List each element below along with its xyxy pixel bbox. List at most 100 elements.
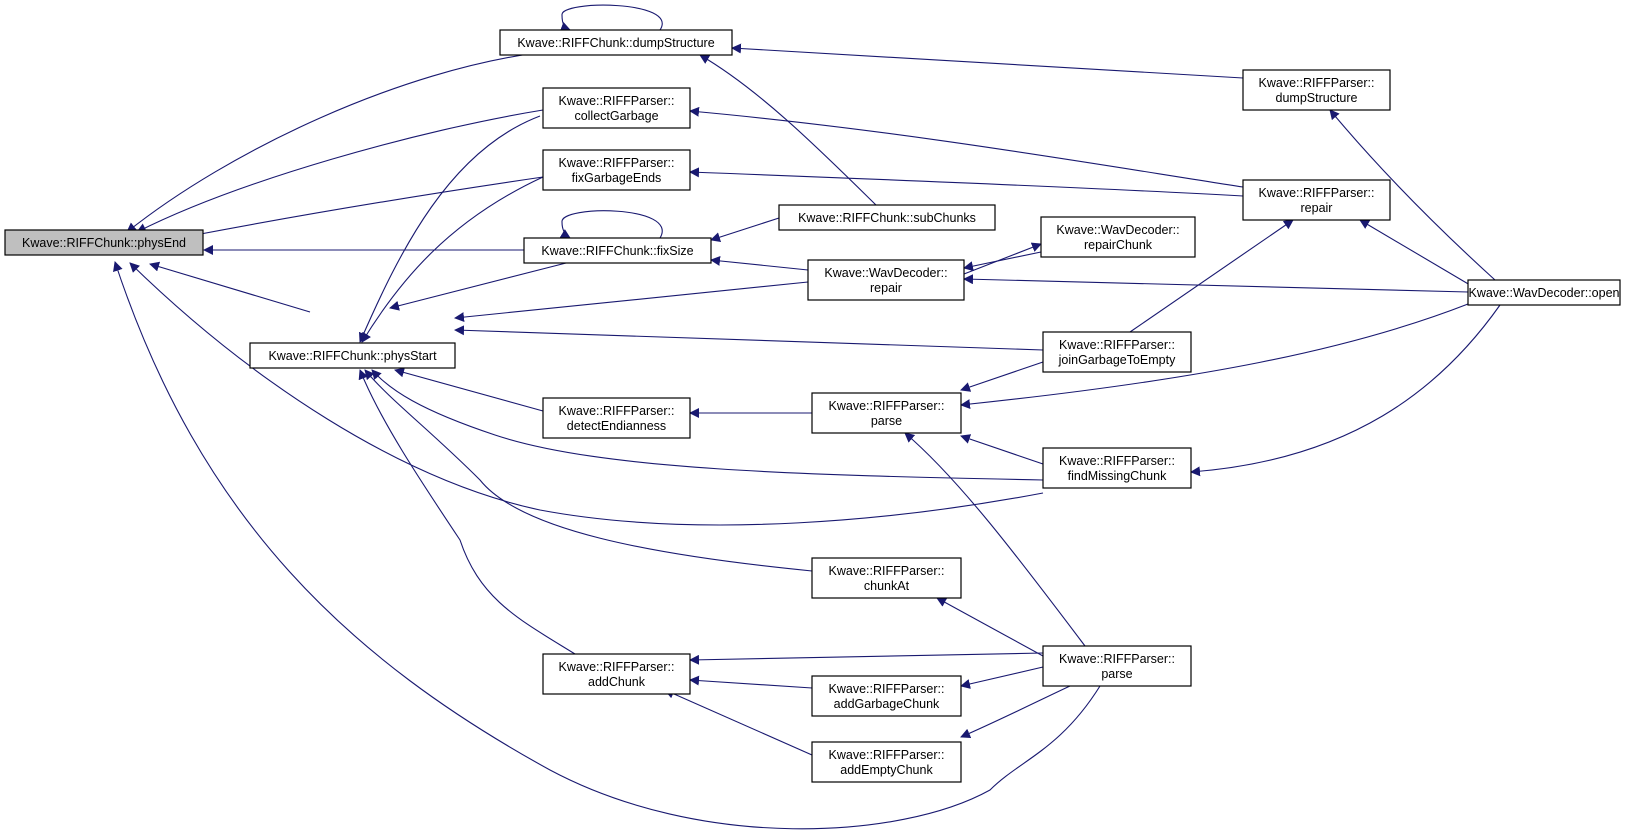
edge-parserDump-dumpStructure xyxy=(731,43,1244,79)
node-label: findMissingChunk xyxy=(1068,469,1167,483)
node-label: repair xyxy=(1301,201,1333,215)
node-label: detectEndianness xyxy=(567,419,666,433)
node-label: Kwave::RIFFChunk::physStart xyxy=(268,349,437,363)
node-repairChunk[interactable]: Kwave::WavDecoder::repairChunk xyxy=(1040,216,1196,258)
node-joinGarbage[interactable]: Kwave::RIFFParser::joinGarbageToEmpty xyxy=(1042,331,1192,373)
node-subChunks[interactable]: Kwave::RIFFChunk::subChunks xyxy=(778,204,996,231)
node-parse2[interactable]: Kwave::RIFFParser::parse xyxy=(1042,645,1192,687)
node-box xyxy=(542,653,691,695)
node-box xyxy=(249,342,456,369)
node-detectEndianness[interactable]: Kwave::RIFFParser::detectEndianness xyxy=(542,397,691,439)
edge-repairChunk-wavRepair xyxy=(963,251,1042,272)
node-wavRepair[interactable]: Kwave::WavDecoder::repair xyxy=(807,259,965,301)
node-label: fixGarbageEnds xyxy=(572,171,662,185)
node-addEmptyChunk[interactable]: Kwave::RIFFParser::addEmptyChunk xyxy=(811,741,962,783)
node-label: Kwave::RIFFChunk::dumpStructure xyxy=(517,36,714,50)
edge-addGarbageChunk-addChunk xyxy=(689,675,813,689)
node-label: Kwave::RIFFParser:: xyxy=(829,682,945,696)
edge-parse2-chunkAt xyxy=(936,597,1044,657)
node-label: Kwave::RIFFParser:: xyxy=(1059,652,1175,666)
edge-collectGarbage-physStart xyxy=(359,115,541,343)
node-box xyxy=(1040,216,1196,258)
edge-parse2-addGarbageChunk xyxy=(960,666,1044,689)
node-box xyxy=(811,557,962,599)
edge-parse2-parse1 xyxy=(904,432,1086,647)
node-label: collectGarbage xyxy=(574,109,658,123)
node-box xyxy=(807,259,965,301)
node-label: Kwave::RIFFParser:: xyxy=(1059,338,1175,352)
node-box xyxy=(523,237,712,264)
node-label: Kwave::RIFFParser:: xyxy=(559,404,675,418)
edge-dumpStructure-physEnd xyxy=(126,51,544,233)
edge-parse2-physEnd xyxy=(113,261,1101,830)
node-label: Kwave::RIFFParser:: xyxy=(559,94,675,108)
node-open[interactable]: Kwave::WavDecoder::open xyxy=(1467,279,1621,306)
node-label: Kwave::RIFFParser:: xyxy=(829,399,945,413)
node-label: Kwave::RIFFParser:: xyxy=(559,156,675,170)
node-label: Kwave::RIFFChunk::physEnd xyxy=(22,236,186,250)
node-label: Kwave::RIFFParser:: xyxy=(829,564,945,578)
node-box xyxy=(4,229,204,256)
edge-fixSize-physStart xyxy=(389,261,571,311)
node-addGarbageChunk[interactable]: Kwave::RIFFParser::addGarbageChunk xyxy=(811,675,962,717)
edge-wavRepair-fixSize xyxy=(710,255,809,271)
node-fixSize[interactable]: Kwave::RIFFChunk::fixSize xyxy=(523,237,712,264)
edge-parserRepair-fixGarbageEnds xyxy=(689,167,1244,197)
node-label: Kwave::RIFFParser:: xyxy=(1259,76,1375,90)
node-box xyxy=(1042,645,1192,687)
node-addChunk[interactable]: Kwave::RIFFParser::addChunk xyxy=(542,653,691,695)
call-edges xyxy=(113,4,1501,830)
edge-open-parserDump xyxy=(1329,109,1496,281)
edge-chunkAt-physStart xyxy=(364,369,813,572)
node-box xyxy=(542,87,691,129)
node-fixGarbageEnds[interactable]: Kwave::RIFFParser::fixGarbageEnds xyxy=(542,149,691,191)
edge-joinGarbage-parse1 xyxy=(960,361,1044,392)
edge-fixGarbageEnds-physEnd xyxy=(189,176,544,240)
node-label: Kwave::RIFFParser:: xyxy=(1059,454,1175,468)
edge-open-parserRepair xyxy=(1359,219,1471,286)
node-chunkAt[interactable]: Kwave::RIFFParser::chunkAt xyxy=(811,557,962,599)
edge-parse2-addChunk xyxy=(689,652,1044,665)
node-collectGarbage[interactable]: Kwave::RIFFParser::collectGarbage xyxy=(542,87,691,129)
node-box xyxy=(811,741,962,783)
node-label: Kwave::RIFFChunk::fixSize xyxy=(541,244,693,258)
node-box xyxy=(499,29,733,56)
edge-physStart-physEnd xyxy=(149,261,311,313)
node-label: addGarbageChunk xyxy=(834,697,940,711)
node-physEnd[interactable]: Kwave::RIFFChunk::physEnd xyxy=(4,229,204,256)
node-parserDump[interactable]: Kwave::RIFFParser::dumpStructure xyxy=(1242,69,1391,111)
edge-addChunk-physStart xyxy=(358,369,576,655)
node-box xyxy=(1467,279,1621,306)
node-label: repair xyxy=(870,281,902,295)
node-box xyxy=(1242,69,1391,111)
edge-addEmptyChunk-addChunk xyxy=(664,689,813,756)
edge-wavRepair-physStart xyxy=(454,281,809,323)
node-label: repairChunk xyxy=(1084,238,1153,252)
node-label: Kwave::WavDecoder::open xyxy=(1468,286,1619,300)
node-label: Kwave::RIFFParser:: xyxy=(1259,186,1375,200)
edge-open-wavRepair xyxy=(963,274,1469,293)
node-box xyxy=(811,392,962,434)
node-label: parse xyxy=(1101,667,1132,681)
node-physStart[interactable]: Kwave::RIFFChunk::physStart xyxy=(249,342,456,369)
node-box xyxy=(1042,331,1192,373)
node-label: Kwave::RIFFParser:: xyxy=(559,660,675,674)
node-label: joinGarbageToEmpty xyxy=(1058,353,1176,367)
node-box xyxy=(778,204,996,231)
edge-parserRepair-collectGarbage xyxy=(689,106,1244,188)
node-label: Kwave::RIFFParser:: xyxy=(829,748,945,762)
node-parserRepair[interactable]: Kwave::RIFFParser::repair xyxy=(1242,179,1391,221)
edge-subChunks-fixSize xyxy=(710,217,780,242)
node-box xyxy=(542,149,691,191)
edge-joinGarbage-parserRepair xyxy=(1129,219,1294,333)
node-label: Kwave::RIFFChunk::subChunks xyxy=(798,211,976,225)
node-parse1[interactable]: Kwave::RIFFParser::parse xyxy=(811,392,962,434)
node-box xyxy=(1242,179,1391,221)
node-dumpStructure[interactable]: Kwave::RIFFChunk::dumpStructure xyxy=(499,29,733,56)
node-findMissing[interactable]: Kwave::RIFFParser::findMissingChunk xyxy=(1042,447,1192,489)
edge-joinGarbage-physStart xyxy=(454,325,1044,351)
edge-subChunks-dumpStructure xyxy=(699,54,877,206)
node-label: addChunk xyxy=(588,675,646,689)
edge-detectEndianness-physStart xyxy=(394,367,544,412)
